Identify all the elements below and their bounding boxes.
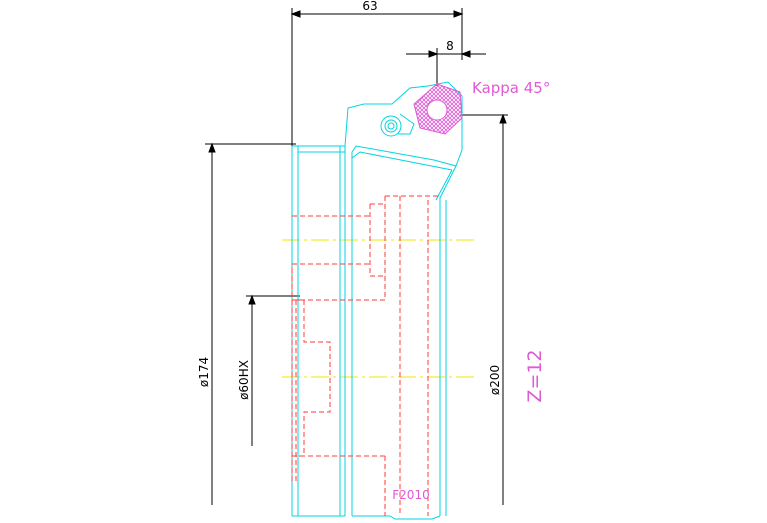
insert-kappa45	[413, 83, 463, 135]
hidden-lines	[291, 195, 438, 516]
dimension-lines	[205, 8, 508, 505]
kappa-angle-label: Kappa 45°	[472, 79, 550, 97]
dimension-dia-60hx: ø60HX	[237, 360, 251, 400]
dimension-dia-200: ø200	[488, 365, 502, 395]
dimension-dia-174: ø174	[197, 357, 211, 387]
dimension-63: 63	[362, 0, 377, 13]
teeth-count-label: Z=12	[524, 349, 546, 402]
dimension-8: 8	[446, 39, 454, 53]
part-code-label: F2010	[392, 488, 429, 502]
centerlines	[282, 239, 474, 378]
